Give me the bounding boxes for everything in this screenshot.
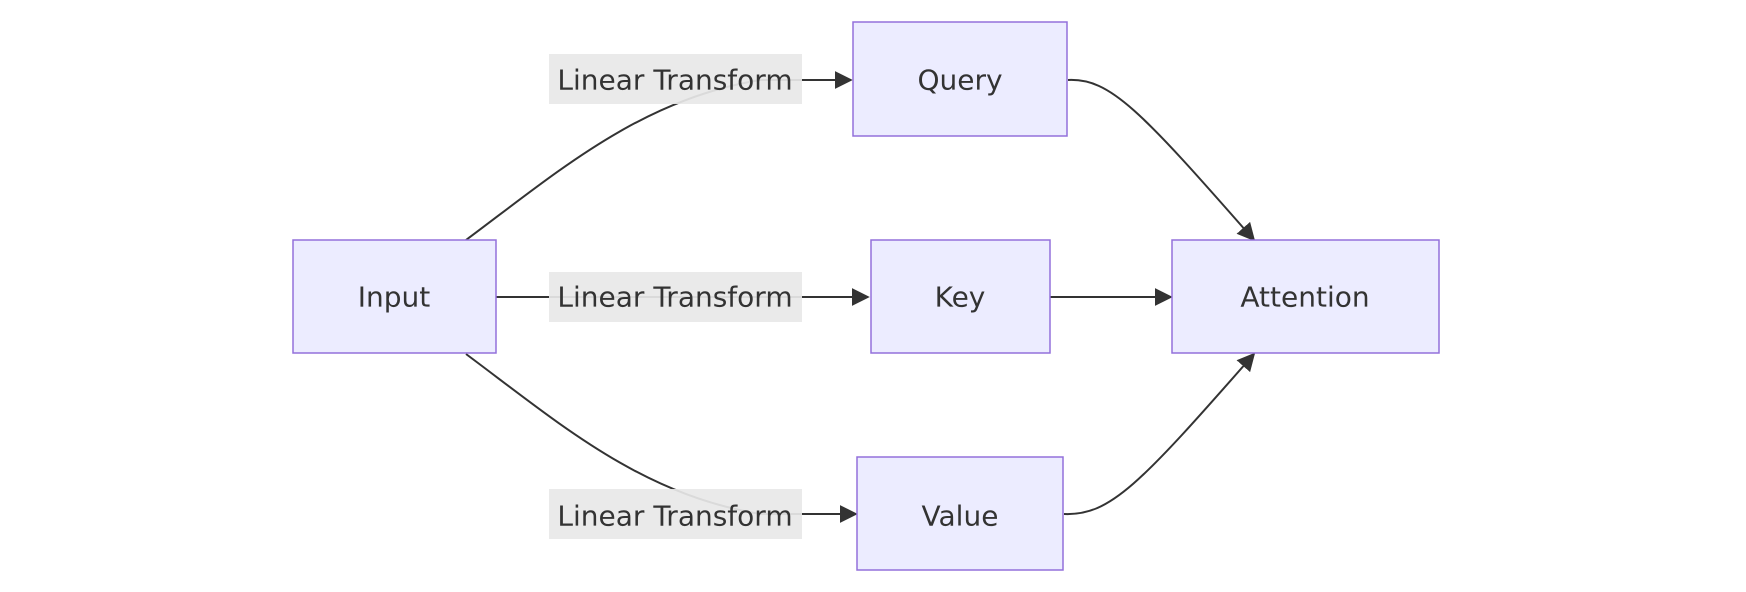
edge-label-input-key: Linear Transform — [549, 272, 802, 322]
node-attention: Attention — [1171, 239, 1440, 354]
node-query: Query — [852, 21, 1068, 137]
edge-value-to-attention — [1063, 352, 1256, 516]
edge-label-input-value: Linear Transform — [549, 489, 802, 539]
edge-label-input-value-text: Linear Transform — [557, 500, 792, 533]
edge-label-input-query: Linear Transform — [549, 54, 802, 104]
node-key-label: Key — [935, 281, 986, 314]
edge-query-to-attention — [1067, 78, 1256, 242]
node-query-label: Query — [917, 64, 1002, 97]
node-attention-label: Attention — [1240, 281, 1369, 314]
node-key: Key — [870, 239, 1051, 354]
node-input-label: Input — [358, 281, 431, 314]
node-value-label: Value — [922, 500, 999, 533]
edge-label-input-query-text: Linear Transform — [557, 64, 792, 97]
node-input: Input — [292, 239, 497, 354]
node-value: Value — [856, 456, 1064, 571]
edge-label-input-key-text: Linear Transform — [557, 281, 792, 314]
